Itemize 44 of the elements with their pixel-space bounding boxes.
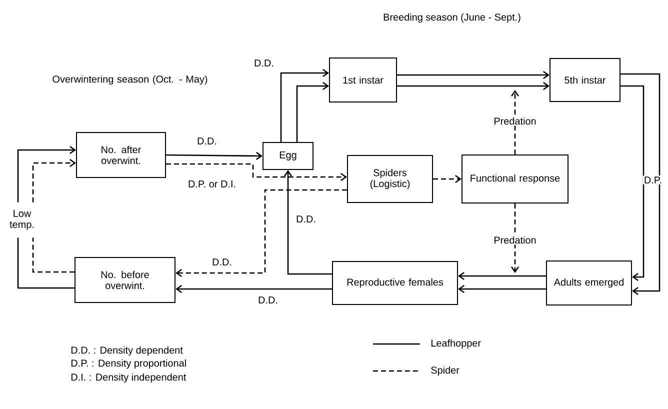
- process-box: No. after overwint.: [76, 132, 166, 178]
- edge-label: D.P. or D.I.: [187, 180, 237, 188]
- process-box: Reproductive females: [332, 261, 458, 305]
- season-label: Overwintering season (Oct. - May): [52, 75, 208, 85]
- arrow: [284, 170, 332, 275]
- arrow: [510, 90, 520, 154]
- process-box: 1st instar: [329, 58, 397, 102]
- edge-label: Predation: [492, 235, 538, 245]
- arrow: [166, 163, 347, 182]
- arrow: [17, 146, 76, 202]
- edge-label: D.D.: [257, 296, 279, 304]
- arrow: [458, 272, 546, 280]
- edge-label: D.P.: [642, 176, 664, 184]
- arrow: [620, 85, 644, 282]
- arrow: [397, 82, 550, 90]
- edge-label: D.D.: [211, 258, 233, 266]
- process-box: Spiders (Logistic): [347, 155, 433, 203]
- arrow: [433, 174, 462, 184]
- process-box: No. before overwint.: [74, 257, 176, 303]
- process-box: Adults emerged: [546, 260, 632, 306]
- legend-label: Spider: [431, 366, 460, 376]
- process-box: Functional response: [462, 154, 568, 204]
- abbreviation-note: D.I. : Density independent: [71, 373, 186, 383]
- node-text: Low temp.: [10, 210, 34, 230]
- abbreviation-note: D.P. : Density proportional: [71, 359, 186, 369]
- process-box: 5th instar: [550, 58, 620, 102]
- abbreviation-note: D.D. : Density dependent: [71, 346, 183, 356]
- arrow: [397, 70, 550, 80]
- arrow: [280, 68, 329, 142]
- arrow: [32, 158, 76, 202]
- edge-label: D.D.: [196, 136, 218, 146]
- legend-label: Leafhopper: [431, 339, 481, 349]
- arrow: [296, 82, 329, 142]
- arrow: [166, 152, 262, 160]
- edge-label: D.D.: [295, 214, 317, 224]
- arrow: [620, 73, 660, 296]
- edge-label: Predation: [492, 116, 538, 126]
- arrow: [176, 189, 347, 278]
- season-label: Breeding season (June - Sept.): [384, 13, 520, 23]
- process-box: Egg: [262, 142, 314, 170]
- edge-label: D.D.: [253, 58, 275, 68]
- arrow: [458, 284, 546, 294]
- arrow: [510, 204, 520, 273]
- arrow: [176, 284, 332, 294]
